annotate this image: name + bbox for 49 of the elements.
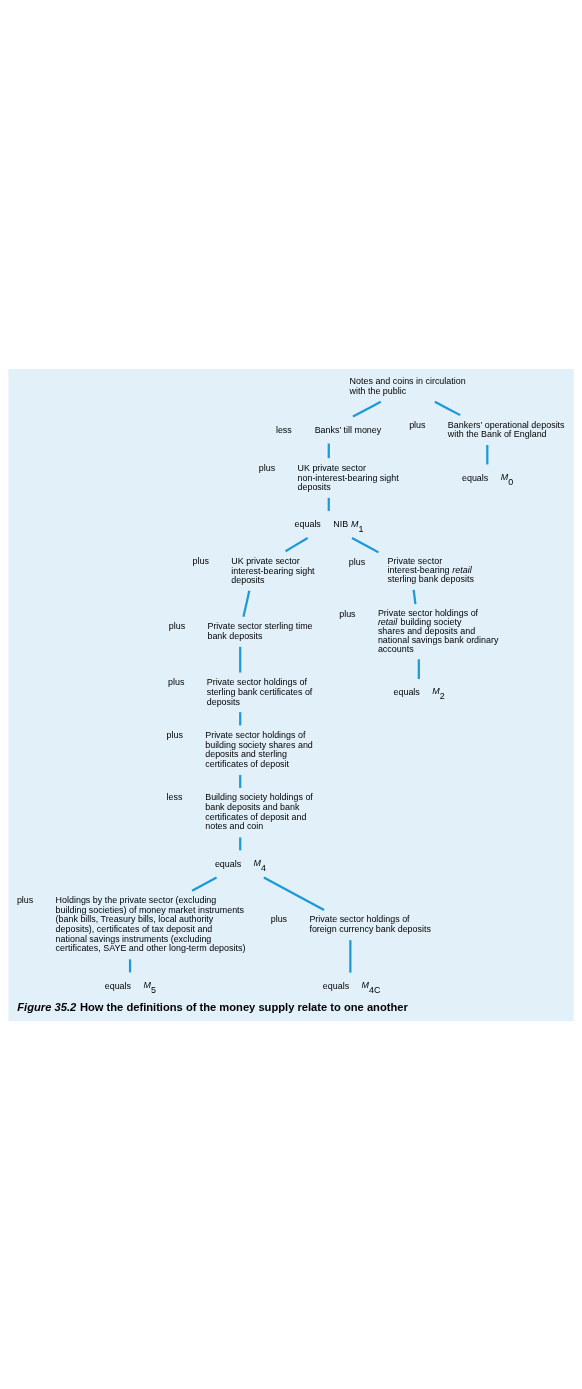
connector xyxy=(239,646,242,673)
node-text: UK private sector interest-bearing sight deposits xyxy=(231,555,315,585)
node-text: UK private sector non-interest-bearing sight deposits xyxy=(297,462,399,492)
node-text: Bankers’ operational deposits with the Bank of England xyxy=(447,419,565,439)
node-label: plus xyxy=(348,556,366,567)
connector xyxy=(434,400,461,416)
node-text: Private sector holdings of foreign currency bank deposits xyxy=(309,913,431,934)
node-label: plus xyxy=(166,729,183,740)
node-text: Banks’ till money xyxy=(314,424,382,435)
node-text: Holdings by the private sector (excluding building societies) of money market instruments (bank bills, Treasury bills, local authority deposits), certificates of tax deposit and national savings instruments (excluding certificates, SAYE and other long-term deposits) xyxy=(55,894,246,953)
caption: Figure 35.2 How the definitions of the money supply relate to one another xyxy=(17,1000,408,1013)
node-label: plus xyxy=(339,608,356,619)
node-label: equals xyxy=(294,518,321,529)
connector xyxy=(352,400,382,417)
connector xyxy=(263,876,325,911)
node-text: Private sector holdings of building society shares and deposits and sterling certificates of deposit xyxy=(205,729,313,769)
node-label: plus xyxy=(270,913,288,924)
node-label: equals xyxy=(462,472,489,483)
node-label: plus xyxy=(168,676,185,687)
node-label: less xyxy=(166,791,183,802)
node-text: Private sector holdings of retail building society shares and deposits and national savings bank ordinary accounts xyxy=(377,607,499,654)
node-label: equals xyxy=(104,980,132,991)
node-label: plus xyxy=(168,620,186,631)
node-label: plus xyxy=(192,555,209,566)
node-label: less xyxy=(275,424,292,435)
connector xyxy=(327,497,330,511)
connector xyxy=(486,444,489,464)
connector xyxy=(349,939,352,973)
node-label: plus xyxy=(16,894,34,905)
connector xyxy=(191,876,218,892)
node-label: plus xyxy=(258,462,276,473)
connector xyxy=(412,589,417,604)
node-label: equals xyxy=(214,858,242,869)
node-text: Building society holdings of bank deposits and bank certificates of deposit and notes and coin xyxy=(205,791,313,831)
node-label: equals xyxy=(393,686,420,697)
node-label: equals xyxy=(322,980,350,991)
node-text: Private sector holdings of sterling bank certificates of deposits xyxy=(206,676,313,707)
connector xyxy=(284,536,309,552)
connector xyxy=(327,443,330,458)
node-text: Private sector sterling time bank deposits xyxy=(207,620,313,641)
connector xyxy=(128,958,132,972)
connector xyxy=(351,536,379,553)
connector xyxy=(239,774,242,788)
connector xyxy=(242,590,251,617)
node-text: Private sector interest-bearing retail sterling bank deposits xyxy=(387,555,474,584)
node-label: plus xyxy=(409,419,426,429)
node-text: Notes and coins in circulation with the public xyxy=(349,375,466,396)
connector xyxy=(239,836,242,850)
connector xyxy=(417,658,420,679)
